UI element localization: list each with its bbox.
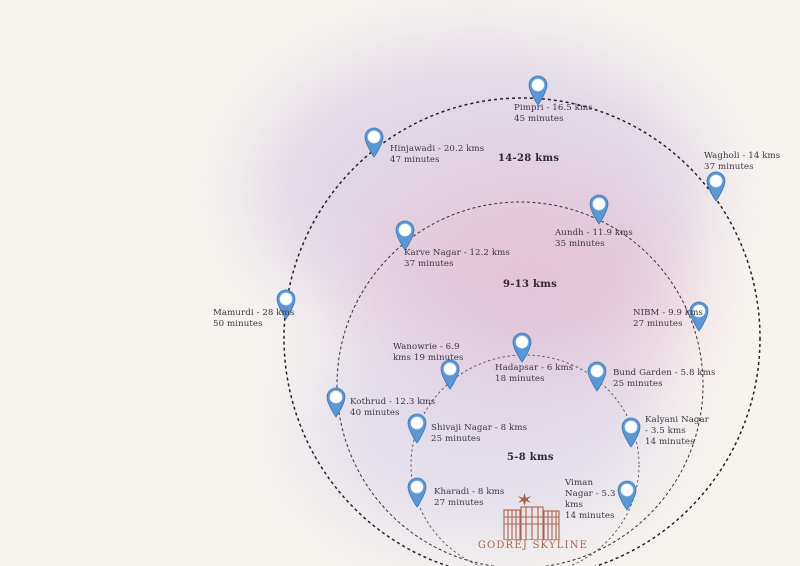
location-pin-icon[interactable]: [588, 193, 610, 225]
travel-time: 37 minutes: [404, 259, 454, 269]
location-label-viman-nagar: Viman Nagar - 5.3 kms 14 minutes: [565, 478, 617, 522]
location-pin-icon[interactable]: [439, 358, 461, 390]
travel-time: 27 minutes: [633, 319, 683, 329]
travel-time: 47 minutes: [390, 155, 440, 165]
location-label-wagholi: Wagholi - 14 kms 37 minutes: [704, 151, 780, 173]
location-pin-icon[interactable]: [688, 300, 710, 332]
location-label-karve-nagar: Karve Nagar - 12.2 kms 37 minutes: [404, 248, 510, 270]
location-label-pimpri: Pimpri - 16.5 kms 45 minutes: [514, 103, 593, 125]
location-name: Kharadi - 8 kms: [434, 487, 505, 497]
location-name: Pimpri - 16.5 kms: [514, 103, 593, 113]
location-label-bund-garden: Bund Garden - 5.8 kms 25 minutes: [613, 368, 715, 390]
location-name: Bund Garden - 5.8 kms: [613, 368, 716, 378]
travel-time: 27 minutes: [434, 498, 484, 508]
location-pin-icon[interactable]: [527, 74, 549, 106]
travel-time: 14 minutes: [565, 511, 615, 521]
brand-name: GODREJ SKYLINE: [477, 540, 589, 551]
travel-time: 37 minutes: [704, 162, 754, 172]
location-label-shivaji-nagar: Shivaji Nagar - 8 kms 25 minutes: [431, 423, 527, 445]
location-name: Hadapsar - 6 kms: [495, 363, 574, 373]
outer-ring: [283, 97, 761, 566]
travel-time: 40 minutes: [350, 408, 400, 418]
location-label-kalyani-nagar: Kalyani Nagar - 3.5 kms 14 minutes: [645, 415, 709, 448]
location-label-mamurdi: Mamurdi - 28 kms 50 minutes: [213, 308, 294, 330]
location-pin-icon[interactable]: [586, 360, 608, 392]
location-name: Kothrud - 12.3 kms: [350, 397, 436, 407]
location-name: Shivaji Nagar - 8 kms: [431, 423, 528, 433]
location-label-kothrud: Kothrud - 12.3 kms 40 minutes: [350, 397, 435, 419]
travel-time: 14 minutes: [645, 437, 695, 447]
location-pin-icon[interactable]: [616, 479, 638, 511]
godrej-skyline-logo: GODREJ SKYLINE: [468, 490, 598, 560]
location-label-nibm: NIBM - 9.9 kms 27 minutes: [633, 308, 703, 330]
location-name: Hinjawadi - 20.2 kms: [390, 144, 485, 154]
location-name: Aundh - 11.9 kms: [555, 228, 633, 238]
middle-ring: [336, 201, 704, 566]
travel-time: 50 minutes: [213, 319, 263, 329]
location-pin-icon[interactable]: [275, 288, 297, 320]
zone-label-middle: 9-13 kms: [503, 279, 558, 290]
location-pin-icon[interactable]: [394, 219, 416, 251]
location-name: Wanowrie - 6.9 kms 19 minutes: [393, 342, 464, 363]
location-pin-icon[interactable]: [705, 170, 727, 202]
location-label-kharadi: Kharadi - 8 kms 27 minutes: [434, 487, 504, 509]
location-label-wanowrie: Wanowrie - 6.9 kms 19 minutes: [393, 342, 465, 364]
location-name: NIBM - 9.9 kms: [633, 308, 703, 318]
location-pin-icon[interactable]: [620, 416, 642, 448]
location-name: Mamurdi - 28 kms: [213, 308, 295, 318]
location-label-hinjawadi: Hinjawadi - 20.2 kms 47 minutes: [390, 144, 484, 166]
location-pin-icon[interactable]: [406, 412, 428, 444]
location-label-hadapsar: Hadapsar - 6 kms 18 minutes: [495, 363, 573, 385]
zone-label-inner: 5-8 kms: [507, 452, 554, 463]
location-pin-icon[interactable]: [511, 331, 533, 363]
building-icon: [503, 493, 560, 541]
travel-time: 25 minutes: [613, 379, 663, 389]
location-pin-icon[interactable]: [325, 386, 347, 418]
location-label-aundh: Aundh - 11.9 kms 35 minutes: [555, 228, 633, 250]
location-name: Kalyani Nagar - 3.5 kms: [645, 415, 709, 436]
zone-label-outer: 14-28 kms: [498, 153, 560, 164]
travel-time: 25 minutes: [431, 434, 481, 444]
travel-time: 35 minutes: [555, 239, 605, 249]
travel-time: 45 minutes: [514, 114, 564, 124]
location-pin-icon[interactable]: [363, 126, 385, 158]
location-pin-icon[interactable]: [406, 476, 428, 508]
location-name: Wagholi - 14 kms: [704, 151, 781, 161]
location-name: Karve Nagar - 12.2 kms: [404, 248, 510, 258]
location-name: Viman Nagar - 5.3 kms: [565, 478, 616, 510]
travel-time: 18 minutes: [495, 374, 545, 384]
